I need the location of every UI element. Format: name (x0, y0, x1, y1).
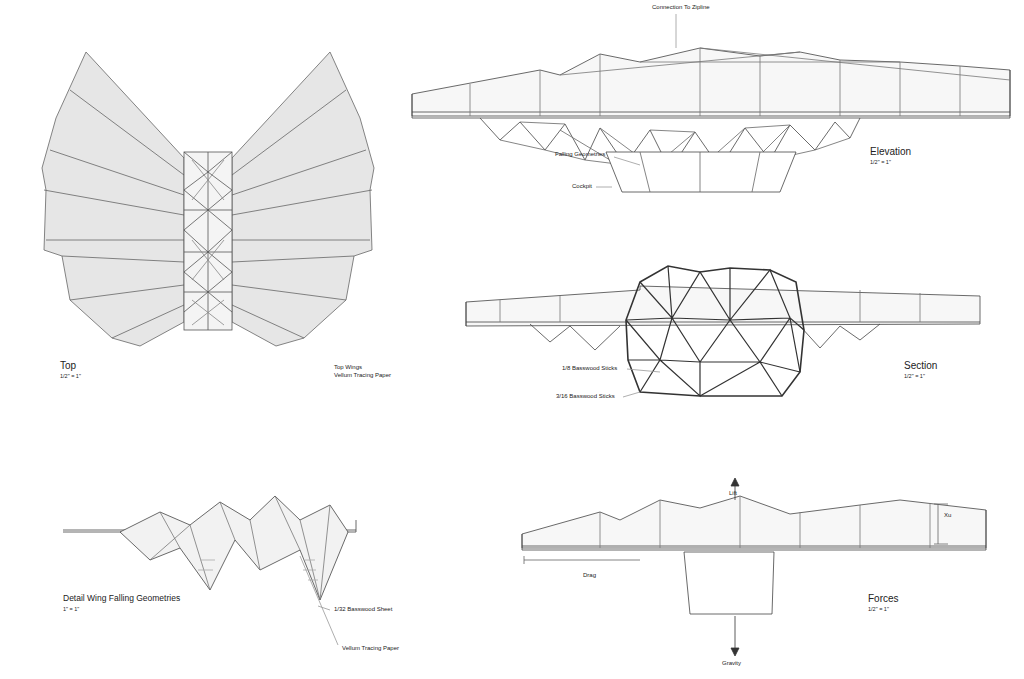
leader-label: 3/16 Basswood Sticks (556, 393, 615, 400)
force-label: Gravity (722, 660, 741, 667)
scale-note: 1/2" = 1" (60, 373, 81, 379)
leader-label: Vellum Tracing Paper (334, 372, 391, 379)
leader-label: Vellum Tracing Paper (342, 645, 399, 652)
view-title: Forces (868, 593, 899, 604)
scale-note: 1/2" = 1" (904, 373, 925, 379)
view-title: Section (904, 360, 937, 371)
wing-detail (63, 496, 356, 645)
elevation-view (412, 14, 1010, 192)
dimension-label: Xu (944, 512, 951, 519)
view-title: Top (60, 360, 76, 371)
leader-label: Cockpit (572, 183, 592, 190)
scale-note: 1" = 1" (63, 606, 79, 612)
section-view (466, 266, 980, 397)
force-label: Lift (729, 490, 737, 497)
force-label: Drag (583, 572, 596, 579)
leader-label: Top Wings (334, 364, 362, 371)
scale-note: 1/2" = 1" (870, 159, 891, 165)
view-title: Detail Wing Falling Geometries (63, 594, 180, 603)
leader-label: Falling Geometries (555, 151, 605, 158)
scale-note: 1/2" = 1" (868, 606, 889, 612)
forces-view (522, 478, 986, 656)
leader-label: Connection To Zipline (652, 4, 710, 11)
top-view (42, 52, 374, 346)
view-title: Elevation (870, 146, 911, 157)
leader-label: 1/32 Basswood Sheet (334, 606, 392, 613)
leader-label: 1/8 Basswood Sticks (562, 365, 617, 372)
